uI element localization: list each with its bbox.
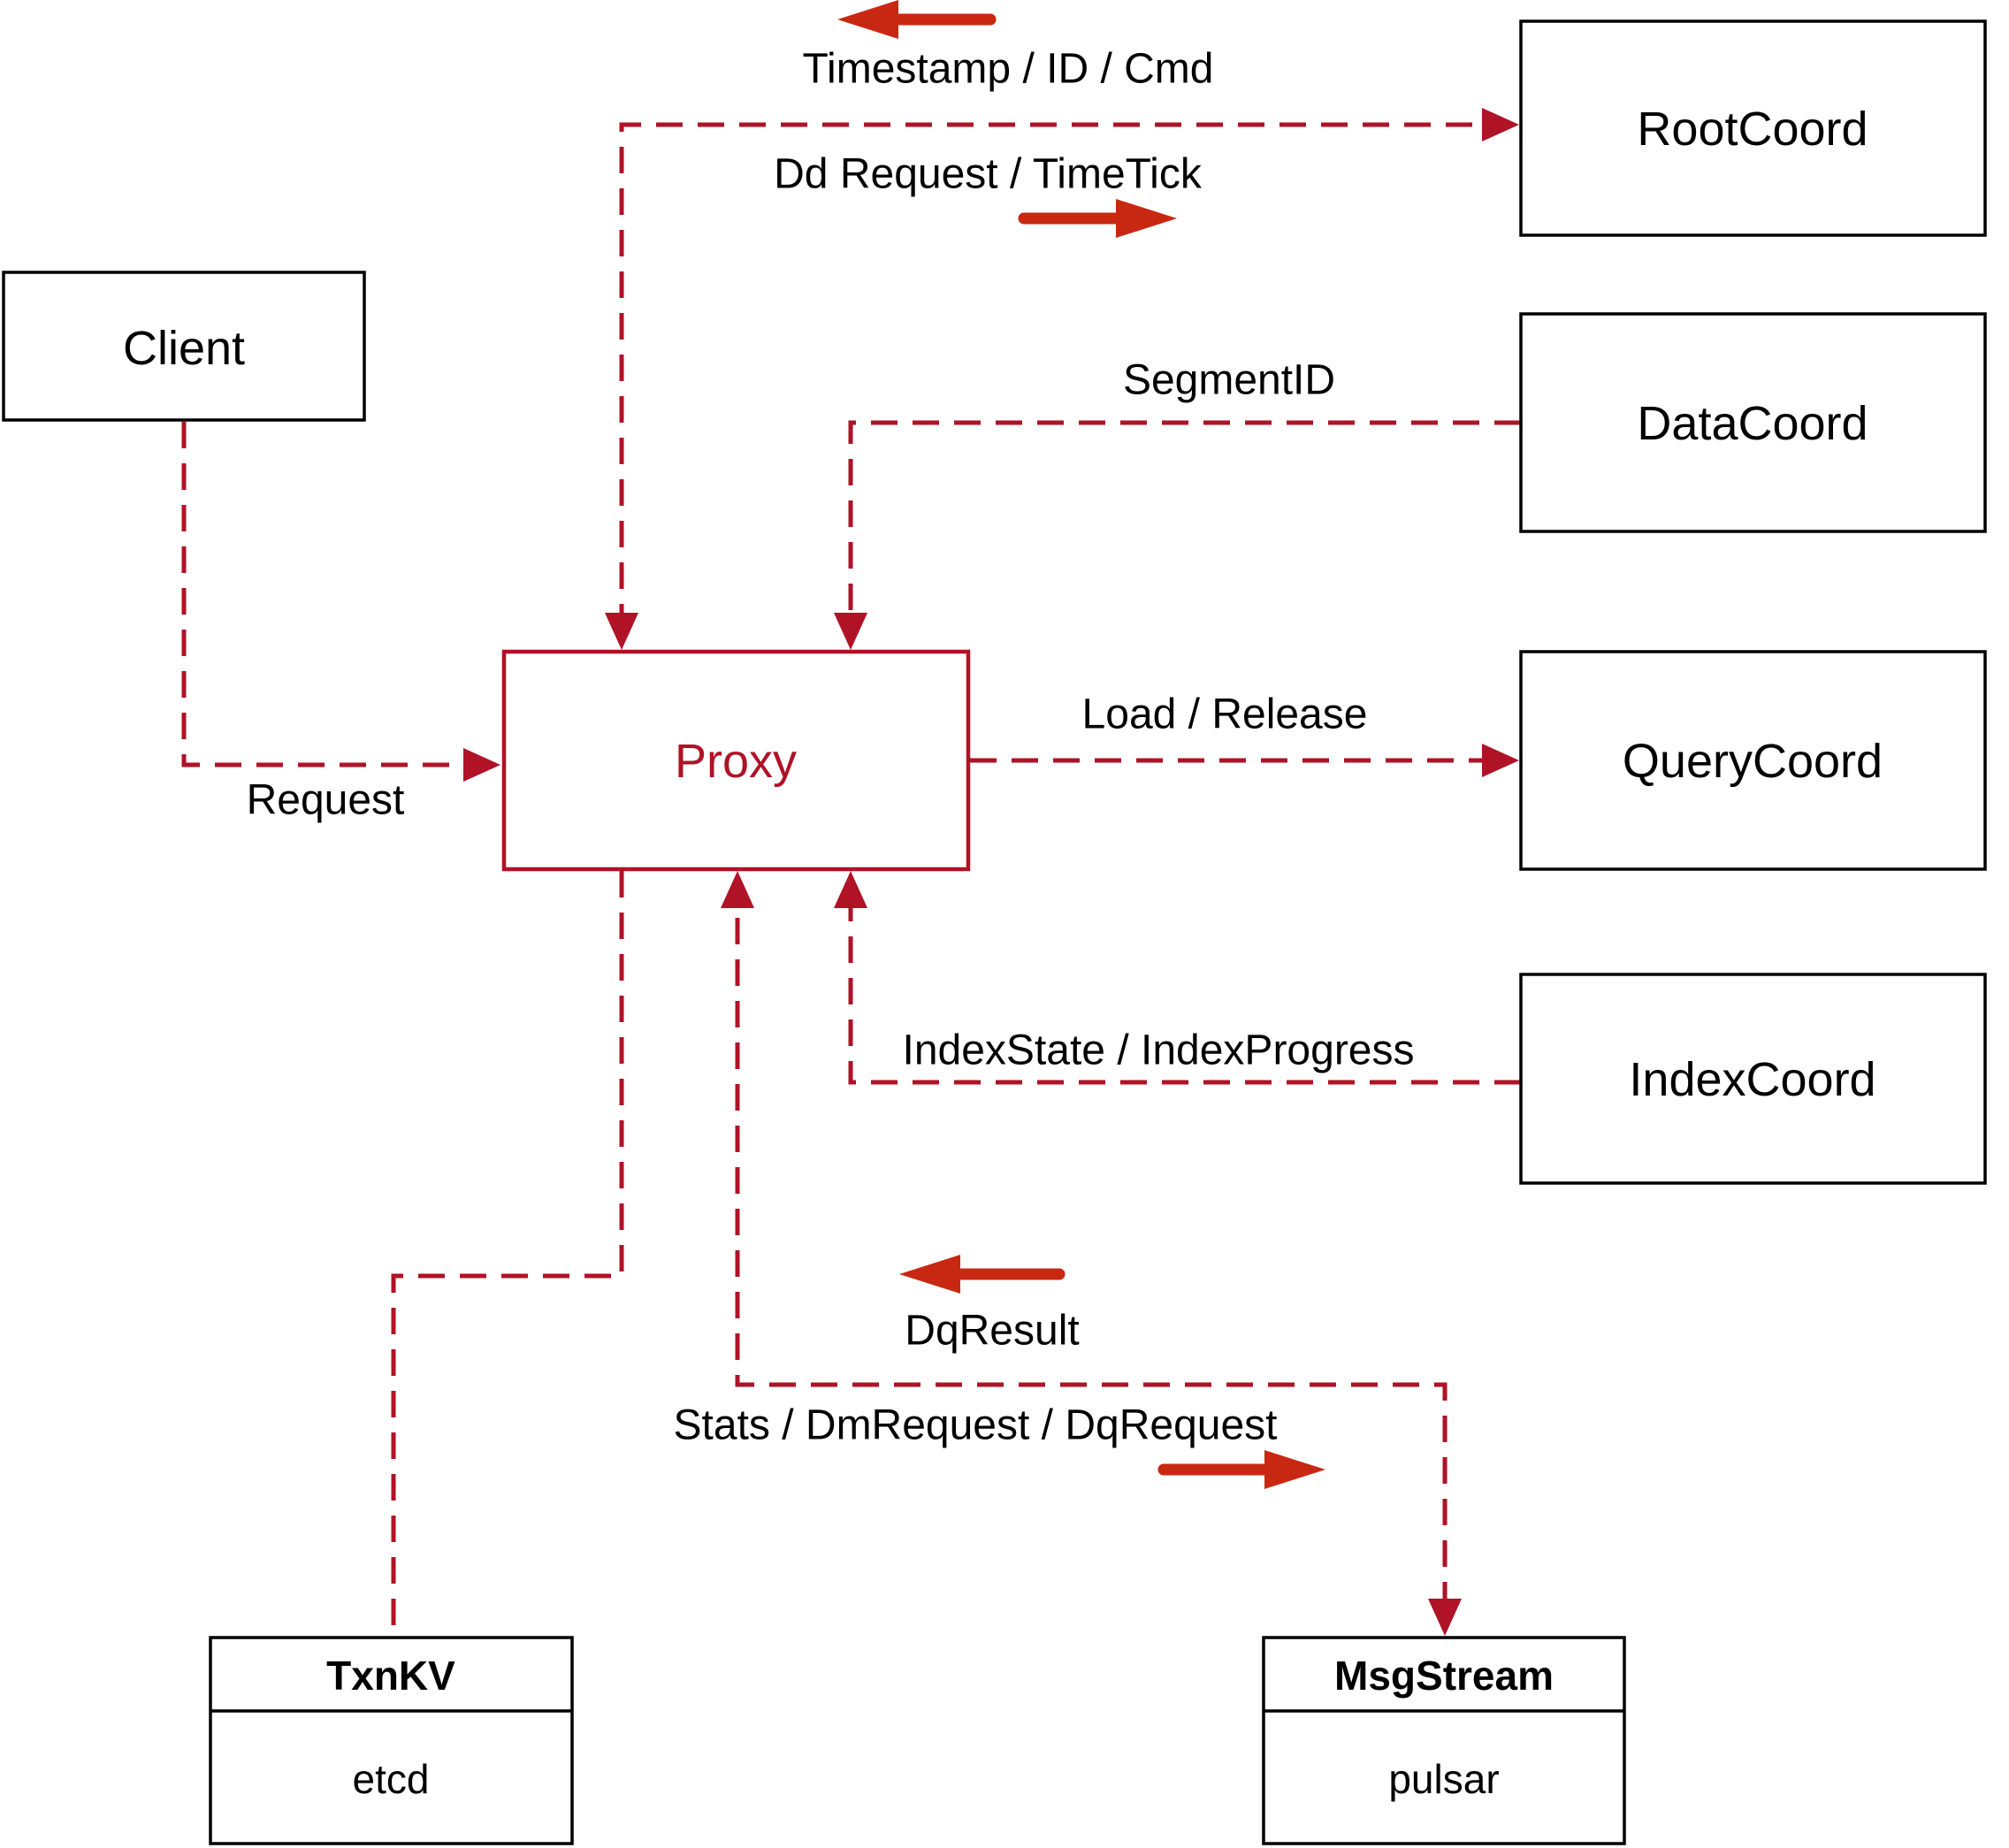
node-client: Client <box>2 271 366 422</box>
direction-arrow-right-stats <box>1157 1450 1325 1489</box>
node-indexcoord-label: IndexCoord <box>1629 1053 1875 1106</box>
edge-client-proxy <box>181 422 500 782</box>
node-datacoord-label: DataCoord <box>1637 397 1868 450</box>
edge-label-load-release: Load / Release <box>1082 691 1368 738</box>
node-client-label: Client <box>123 322 245 375</box>
node-querycoord-label: QueryCoord <box>1623 735 1883 788</box>
node-txnkv: TxnKV etcd <box>209 1636 574 1845</box>
node-rootcoord-label: RootCoord <box>1637 103 1868 156</box>
direction-arrow-left-dqresult <box>899 1255 1066 1294</box>
node-datacoord: DataCoord <box>1519 312 1987 533</box>
edge-label-request: Request <box>247 777 405 824</box>
edge-label-timestamp: Timestamp / ID / Cmd <box>803 46 1214 93</box>
direction-arrow-right-ddrequest <box>1018 199 1177 238</box>
edge-proxy-msgstream <box>721 871 1462 1636</box>
edge-label-segment-id: SegmentID <box>1123 357 1335 404</box>
edge-label-stats: Stats / DmRequest / DqRequest <box>674 1402 1278 1449</box>
edge-proxy-rootcoord <box>605 108 1519 650</box>
node-msgstream: MsgStream pulsar <box>1262 1636 1626 1845</box>
node-txnkv-body: etcd <box>353 1756 430 1802</box>
node-rootcoord: RootCoord <box>1519 19 1987 237</box>
edge-label-dd-request: Dd Request / TimeTick <box>774 151 1203 198</box>
node-msgstream-body: pulsar <box>1388 1756 1499 1802</box>
node-msgstream-title: MsgStream <box>1334 1653 1554 1699</box>
edge-label-index-state: IndexState / IndexProgress <box>903 1027 1415 1074</box>
node-indexcoord: IndexCoord <box>1519 973 1987 1185</box>
node-proxy-label: Proxy <box>675 735 797 788</box>
direction-arrow-left-timestamp <box>837 0 997 39</box>
edge-label-dq-result: DqResult <box>905 1308 1079 1355</box>
node-txnkv-title: TxnKV <box>326 1653 455 1699</box>
edge-proxy-txnkv <box>391 871 624 1636</box>
node-querycoord: QueryCoord <box>1519 650 1987 871</box>
edge-datacoord-proxy <box>834 420 1521 650</box>
node-proxy: Proxy <box>501 649 971 872</box>
